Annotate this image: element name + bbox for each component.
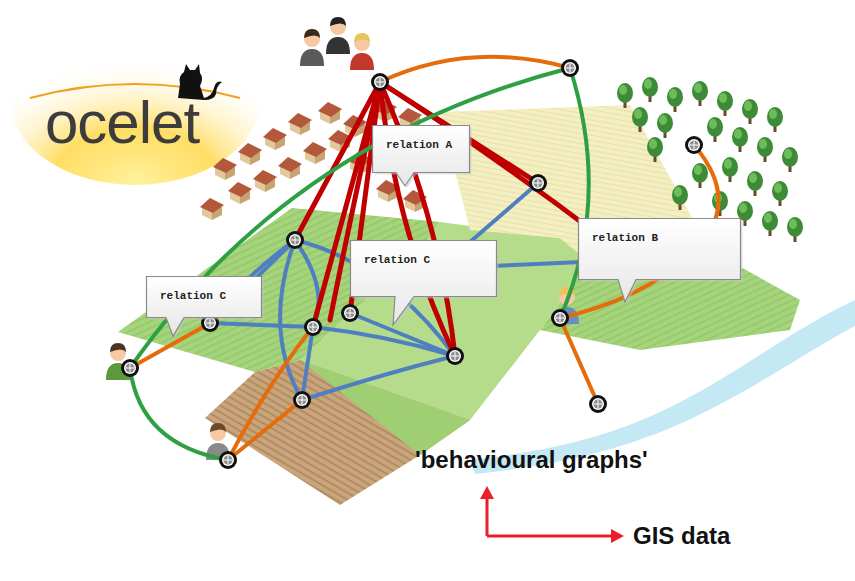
orange-links-part xyxy=(560,318,598,404)
village-part xyxy=(253,170,277,192)
village-part xyxy=(200,198,224,220)
forest-part xyxy=(617,83,633,108)
forest-part xyxy=(772,181,788,206)
forest-part xyxy=(642,77,658,102)
forest-part xyxy=(632,107,648,132)
blue-links xyxy=(210,183,582,400)
village-part xyxy=(213,158,237,180)
forest-part xyxy=(757,137,773,162)
forest-part xyxy=(692,81,708,106)
relation-callout: relation C xyxy=(146,276,262,318)
village-part xyxy=(288,113,312,135)
village-part xyxy=(228,182,252,204)
graph-vertices-part xyxy=(589,395,607,413)
arrow-head xyxy=(480,486,494,499)
forest-part xyxy=(672,185,688,210)
callout-shape xyxy=(146,276,266,340)
relation-callout: relation C xyxy=(350,240,497,297)
relation-label: relation C xyxy=(364,253,497,267)
callout-outline xyxy=(351,241,497,326)
actors xyxy=(106,17,579,460)
orange-links-part xyxy=(228,327,313,460)
relation-label: relation C xyxy=(160,289,262,303)
forest-part xyxy=(692,163,708,188)
graph-vertices-part xyxy=(529,174,547,192)
graph-vertices-part xyxy=(685,136,703,154)
logo-text: ocelet xyxy=(45,88,199,157)
red-links xyxy=(295,82,605,356)
sun-glow xyxy=(10,15,260,185)
relation-label: relation B xyxy=(592,231,741,245)
forest-part xyxy=(767,107,783,132)
sun-logo xyxy=(10,15,260,185)
forest-part xyxy=(747,171,763,196)
arrow-shaft xyxy=(487,496,612,536)
orange-links-part xyxy=(380,57,570,82)
forest-part xyxy=(762,211,778,236)
forest-part xyxy=(722,157,738,182)
callout-outline xyxy=(579,219,741,303)
forest-part xyxy=(717,91,733,116)
arrow-head xyxy=(611,529,624,543)
callout-outline xyxy=(373,126,470,187)
actors-part xyxy=(326,17,350,54)
graph-vertices-part xyxy=(304,318,322,336)
village-part xyxy=(303,142,327,164)
actors-part xyxy=(300,29,324,66)
forest-part xyxy=(742,99,758,124)
graph-vertices-part xyxy=(561,59,579,77)
graph-vertices-part xyxy=(551,309,569,327)
graph-vertices-part xyxy=(371,73,389,91)
blue-links-part xyxy=(490,262,582,266)
caption-text: GIS data xyxy=(633,522,730,550)
orange-links-part xyxy=(228,400,302,460)
village-part xyxy=(318,102,342,124)
village-part xyxy=(238,143,262,165)
forest-part xyxy=(647,137,663,162)
callout-outline xyxy=(147,277,262,337)
forest-part xyxy=(667,87,683,112)
village-part xyxy=(263,128,287,150)
callout-shape xyxy=(578,218,745,306)
forest-part xyxy=(707,117,723,142)
graph-vertices-part xyxy=(121,359,139,377)
elbow-arrow xyxy=(480,486,624,543)
caption-text: 'behavioural graphs' xyxy=(415,446,648,474)
actors-part xyxy=(350,33,374,70)
blue-links-part xyxy=(302,356,455,400)
graph-vertices-part xyxy=(286,231,304,249)
green-links-part xyxy=(130,368,228,460)
forest-part xyxy=(732,127,748,152)
forest xyxy=(617,77,803,242)
blue-links-part xyxy=(313,327,455,356)
forest-part xyxy=(657,113,673,138)
blue-links-part xyxy=(470,183,538,242)
fields xyxy=(118,105,855,505)
forest-part xyxy=(787,217,803,242)
graph-vertices-part xyxy=(219,451,237,469)
relation-callout: relation B xyxy=(578,218,741,280)
relation-label: relation A xyxy=(386,138,470,152)
forest-part xyxy=(782,147,798,172)
blue-links-part xyxy=(280,240,302,400)
relation-callout: relation A xyxy=(372,125,470,173)
callout-shape xyxy=(372,125,474,190)
callout-shape xyxy=(350,240,501,329)
graph-vertices-part xyxy=(341,304,359,322)
village-part xyxy=(278,157,302,179)
graph-vertices-part xyxy=(293,391,311,409)
blue-links-part xyxy=(210,323,313,327)
graph-vertices-part xyxy=(446,347,464,365)
